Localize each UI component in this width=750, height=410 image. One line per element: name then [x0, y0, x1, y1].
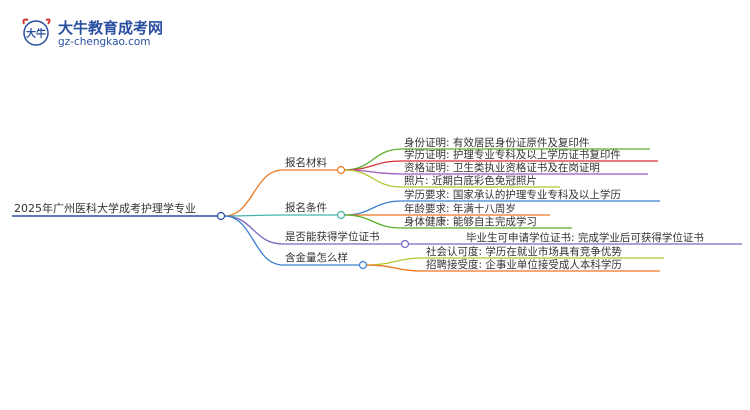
leaf-zhaopian: 照片: 近期白底彩色免冠照片	[404, 174, 537, 187]
branch-leaf-link	[343, 214, 403, 229]
logo-mark-text: 大牛	[26, 27, 46, 40]
branch-leaf-link	[365, 264, 425, 272]
leaf-shenfen: 身份证明: 有效居民身份证原件及复印件	[404, 136, 589, 149]
branch-connector	[400, 239, 410, 249]
branch-baoming-cailiao: 报名材料	[285, 156, 327, 169]
leaf-xuewei: 毕业生可申请学位证书: 完成学业后可获得学位证书	[466, 231, 704, 244]
leaf-shenti: 身体健康: 能够自主完成学习	[404, 215, 537, 228]
leaf-zhaopin: 招聘接受度: 企事业单位接受成人本科学历	[426, 258, 622, 271]
branch-connector	[336, 165, 346, 175]
branch-leaf-link	[343, 200, 403, 216]
root-branch-link	[223, 169, 284, 217]
branch-connector	[358, 260, 368, 270]
leaf-xueli-yaoqiu: 学历要求: 国家承认的护理专业专科及以上学历	[404, 188, 621, 201]
brand-logo[interactable]: 大牛 大牛教育成考网 gz-chengkao.com	[18, 14, 163, 54]
root-branch-link	[223, 214, 284, 217]
leaf-shehui: 社会认可度: 学历在就业市场具有竞争优势	[426, 245, 622, 258]
root-branch-link	[223, 215, 284, 266]
branch-leaf-link	[343, 169, 403, 188]
branch-connector	[336, 210, 346, 220]
leaf-nianling: 年龄要求: 年满十八周岁	[404, 202, 516, 215]
leaf-xueli: 学历证明: 护理专业专科及以上学历证书复印件	[404, 148, 621, 161]
brand-name: 大牛教育成考网	[58, 19, 164, 37]
branch-hanjinliang: 含金量怎么样	[285, 251, 348, 264]
brand-url: gz-chengkao.com	[58, 36, 151, 48]
root-connector	[216, 211, 226, 221]
bull-logo-icon: 大牛	[22, 18, 51, 46]
branch-leaf-link	[343, 148, 403, 171]
branch-baoming-tiaojian: 报名条件	[285, 201, 327, 214]
branch-xuewei: 是否能获得学位证书	[285, 230, 380, 243]
leaf-zige: 资格证明: 卫生类执业资格证书及在岗证明	[404, 161, 600, 174]
branch-leaf-link	[365, 257, 425, 266]
mind-map-links	[223, 148, 464, 272]
root-node: 2025年广州医科大学成考护理学专业	[14, 201, 196, 215]
